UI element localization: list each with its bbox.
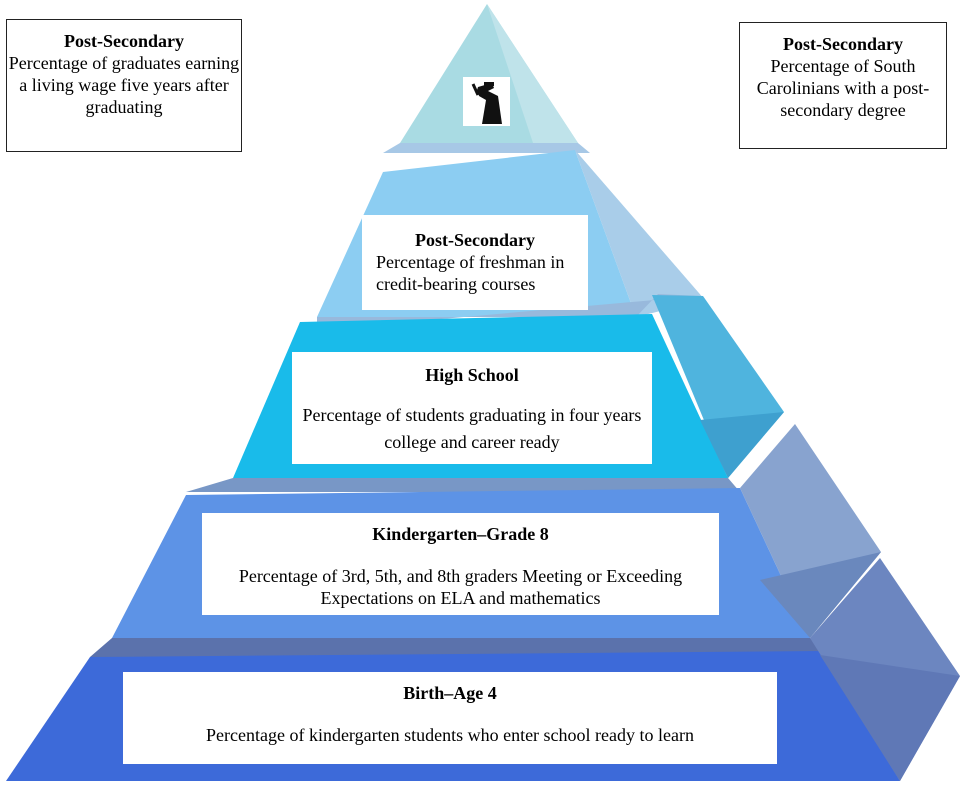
tier-label-post-secondary: Post-Secondary Percentage of freshman in… <box>362 215 588 310</box>
callout-post-secondary-living-wage: Post-Secondary Percentage of graduates e… <box>6 19 242 152</box>
graduate-icon <box>463 77 510 126</box>
tier-k8-body: Percentage of 3rd, 5th, and 8th graders … <box>238 566 683 608</box>
tier-label-high-school: High School Percentage of students gradu… <box>292 352 652 464</box>
tier-k8-heading: Kindergarten–Grade 8 <box>372 524 549 544</box>
callout-right-body: Percentage of South Carolinians with a p… <box>756 56 930 120</box>
callout-right-heading: Post-Secondary <box>783 34 903 54</box>
callout-left-heading: Post-Secondary <box>64 31 184 51</box>
tier-label-birth-age4: Birth–Age 4 Percentage of kindergarten s… <box>123 672 777 764</box>
tier-label-k8: Kindergarten–Grade 8 Percentage of 3rd, … <box>202 513 719 615</box>
tier-birth-age4-heading: Birth–Age 4 <box>403 683 497 703</box>
tier-high-school-heading: High School <box>425 365 519 385</box>
callout-left-body: Percentage of graduates earning a living… <box>8 53 240 117</box>
tier-post-secondary-body: Percentage of freshman in credit-bearing… <box>376 252 565 294</box>
tier-high-school-body: Percentage of students graduating in fou… <box>302 405 642 452</box>
apex-tier <box>400 4 578 152</box>
tier-birth-age4-body: Percentage of kindergarten students who … <box>206 725 694 745</box>
tier-post-secondary-heading: Post-Secondary <box>415 230 535 250</box>
callout-post-secondary-degree: Post-Secondary Percentage of South Carol… <box>739 22 947 149</box>
